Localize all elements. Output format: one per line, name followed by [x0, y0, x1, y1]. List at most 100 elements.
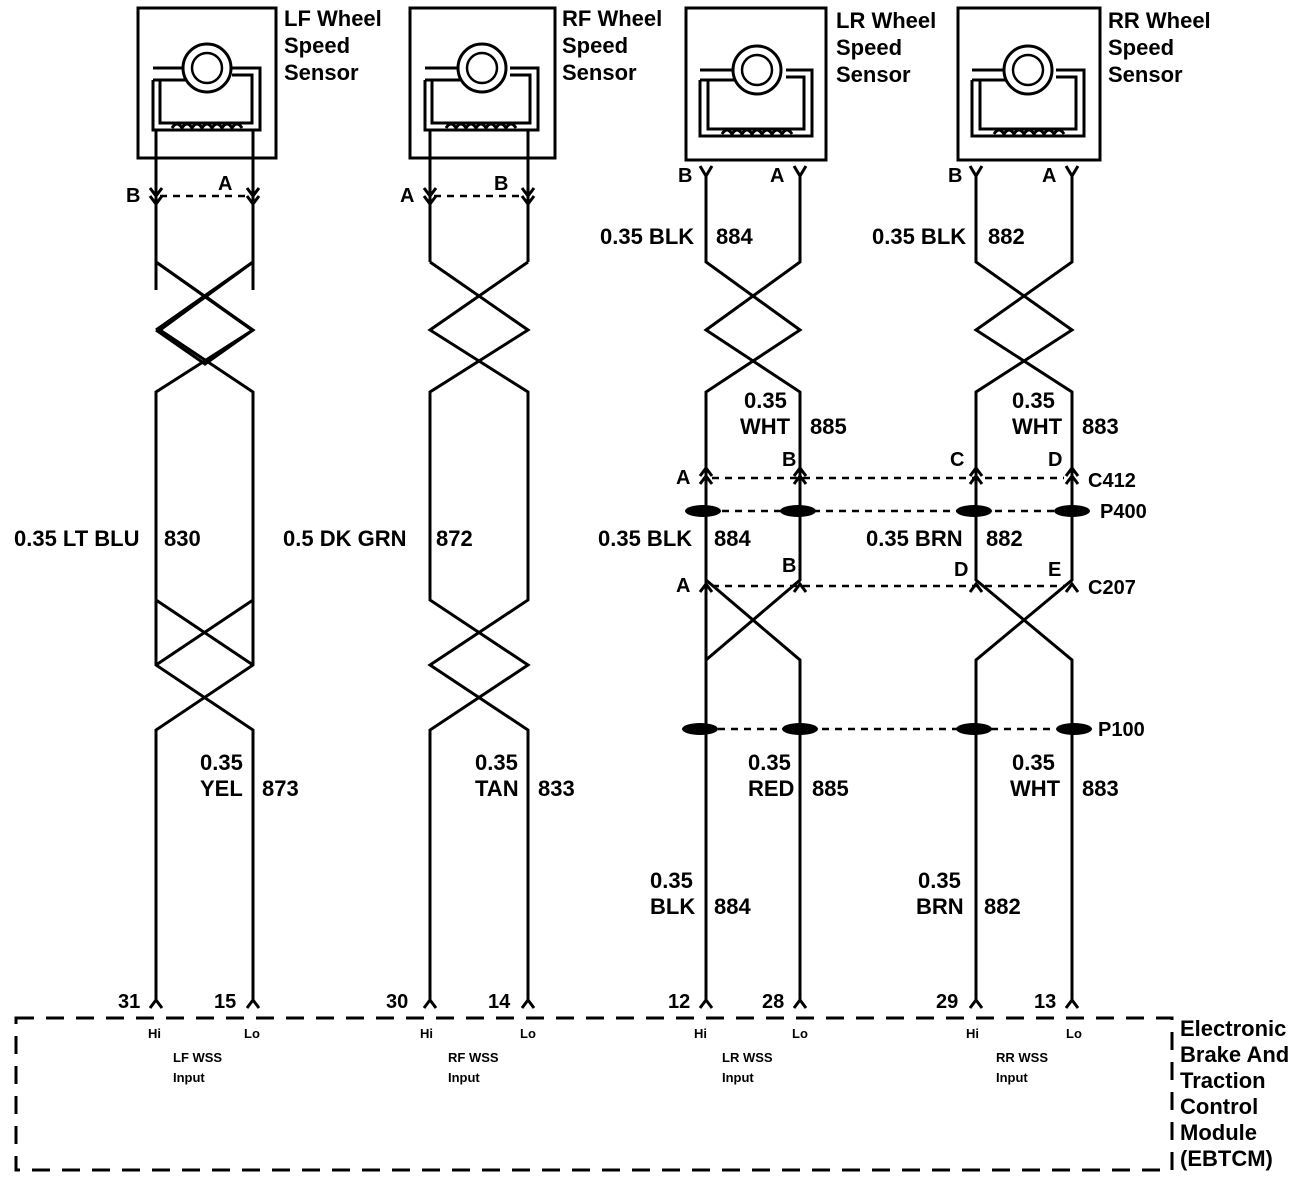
lr-hi-label: Hi [694, 1026, 707, 1041]
rr-input-label-2: Input [996, 1070, 1028, 1085]
lr-c412-left: A [676, 467, 690, 489]
lf-sensor-title-3: Sensor [284, 60, 359, 85]
rr-circuit-upper2: 883 [1082, 414, 1119, 439]
rf-module-pin-lo: 14 [488, 991, 511, 1013]
rr-wire-bottom-1: 0.35 [918, 868, 961, 893]
lr-wire-mid: 0.35 BLK [598, 526, 692, 551]
rr-sensor-title-2: Speed [1108, 35, 1174, 60]
p400-label: P400 [1100, 501, 1147, 523]
lr-wheel-speed-sensor [684, 6, 828, 162]
lr-wire-lower-2: RED [748, 776, 794, 801]
rr-input-label-1: RR WSS [996, 1050, 1048, 1065]
rf-input-label-2: Input [448, 1070, 480, 1085]
lr-sensor-title-2: Speed [836, 35, 902, 60]
rr-sensor-title-3: Sensor [1108, 62, 1183, 87]
rf-lo-label: Lo [520, 1026, 536, 1041]
lr-wire-upper2-1: 0.35 [744, 388, 787, 413]
lr-pin-left: B [678, 165, 692, 187]
rf-sensor-title-1: RF Wheel [562, 6, 662, 31]
rr-pin-right: A [1042, 165, 1056, 187]
rr-c412-right: D [1048, 449, 1062, 471]
lr-wire-bottom-2: BLK [650, 894, 695, 919]
lr-module-pin-lo: 28 [762, 991, 784, 1013]
c207-label: C207 [1088, 577, 1136, 599]
rr-circuit-bottom: 882 [984, 894, 1021, 919]
rr-wire-lower-2: WHT [1010, 776, 1061, 801]
lr-circuit-upper: 884 [716, 224, 753, 249]
rr-c207-left: D [954, 559, 968, 581]
lf-pin-right: A [218, 173, 232, 195]
rr-wire-mid: 0.35 BRN [866, 526, 963, 551]
lf-module-pin-hi: 31 [118, 991, 140, 1013]
lf-hi-label: Hi [148, 1026, 161, 1041]
lf-sensor-title-2: Speed [284, 33, 350, 58]
rr-wire-bottom-2: BRN [916, 894, 964, 919]
rf-wire-lower-2: TAN [475, 776, 519, 801]
module-title-5: Module [1180, 1120, 1257, 1145]
rr-wire-upper2-1: 0.35 [1012, 388, 1055, 413]
rr-lo-label: Lo [1066, 1026, 1082, 1041]
lr-wire-bottom-1: 0.35 [650, 868, 693, 893]
lr-wire-lower-1: 0.35 [748, 750, 791, 775]
ebtcm-module-box [14, 1016, 1174, 1172]
rr-wheel-speed-sensor [956, 6, 1102, 162]
rf-sensor-title-3: Sensor [562, 60, 637, 85]
lr-sensor-title-3: Sensor [836, 62, 911, 87]
rf-input-label-1: RF WSS [448, 1050, 499, 1065]
lf-wire-lower-2: YEL [200, 776, 243, 801]
lr-module-pin-hi: 12 [668, 991, 690, 1013]
rr-sensor-title-1: RR Wheel [1108, 8, 1211, 33]
rr-module-pin-hi: 29 [936, 991, 958, 1013]
rr-hi-label: Hi [966, 1026, 979, 1041]
lr-c412-right: B [782, 449, 796, 471]
rr-c207-right: E [1048, 559, 1061, 581]
rf-module-pin-hi: 30 [386, 991, 408, 1013]
rr-wire-upper2-2: WHT [1012, 414, 1063, 439]
rf-pin-left: A [400, 185, 414, 207]
lr-sensor-title-1: LR Wheel [836, 8, 936, 33]
rr-circuit-lower: 883 [1082, 776, 1119, 801]
rr-circuit-mid: 882 [986, 526, 1023, 551]
lr-lo-label: Lo [792, 1026, 808, 1041]
rf-wire-lower-1: 0.35 [475, 750, 518, 775]
c412-label: C412 [1088, 470, 1136, 492]
rr-module-pin-lo: 13 [1034, 991, 1056, 1013]
lr-input-label-1: LR WSS [722, 1050, 773, 1065]
rf-pin-right: B [494, 173, 508, 195]
lf-wire-mid: 0.35 LT BLU [14, 526, 140, 551]
lf-wire-lower-1: 0.35 [200, 750, 243, 775]
lr-c207-right: B [782, 555, 796, 577]
rr-circuit-upper: 882 [988, 224, 1025, 249]
lr-circuit-upper2: 885 [810, 414, 847, 439]
rr-wire-lower-1: 0.35 [1012, 750, 1055, 775]
module-title-6: (EBTCM) [1180, 1146, 1273, 1171]
lr-circuit-mid: 884 [714, 526, 751, 551]
module-title-4: Control [1180, 1094, 1258, 1119]
rr-pin-left: B [948, 165, 962, 187]
rf-hi-label: Hi [420, 1026, 433, 1041]
lr-wire-upper2-2: WHT [740, 414, 791, 439]
lf-sensor-title-1: LF Wheel [284, 6, 382, 31]
lr-pin-right: A [770, 165, 784, 187]
lr-input-label-2: Input [722, 1070, 754, 1085]
rf-sensor-title-2: Speed [562, 33, 628, 58]
module-title-2: Brake And [1180, 1042, 1289, 1067]
lf-lo-label: Lo [244, 1026, 260, 1041]
lf-module-pin-lo: 15 [214, 991, 236, 1013]
rf-wheel-speed-sensor [408, 6, 557, 262]
lr-c207-left: A [676, 575, 690, 597]
lf-pin-left: B [126, 185, 140, 207]
rf-circuit-lower: 833 [538, 776, 575, 801]
rr-wire-upper: 0.35 BLK [872, 224, 966, 249]
lf-input-label-1: LF WSS [173, 1050, 222, 1065]
rf-wire-mid: 0.5 DK GRN [283, 526, 406, 551]
lf-circuit-mid: 830 [164, 526, 201, 551]
lf-input-label-2: Input [173, 1070, 205, 1085]
module-title-1: Electronic [1180, 1016, 1286, 1041]
p100-label: P100 [1098, 719, 1145, 741]
lf-circuit-lower: 873 [262, 776, 299, 801]
rf-circuit-mid: 872 [436, 526, 473, 551]
module-title-3: Traction [1180, 1068, 1266, 1093]
rr-c412-left: C [950, 449, 964, 471]
